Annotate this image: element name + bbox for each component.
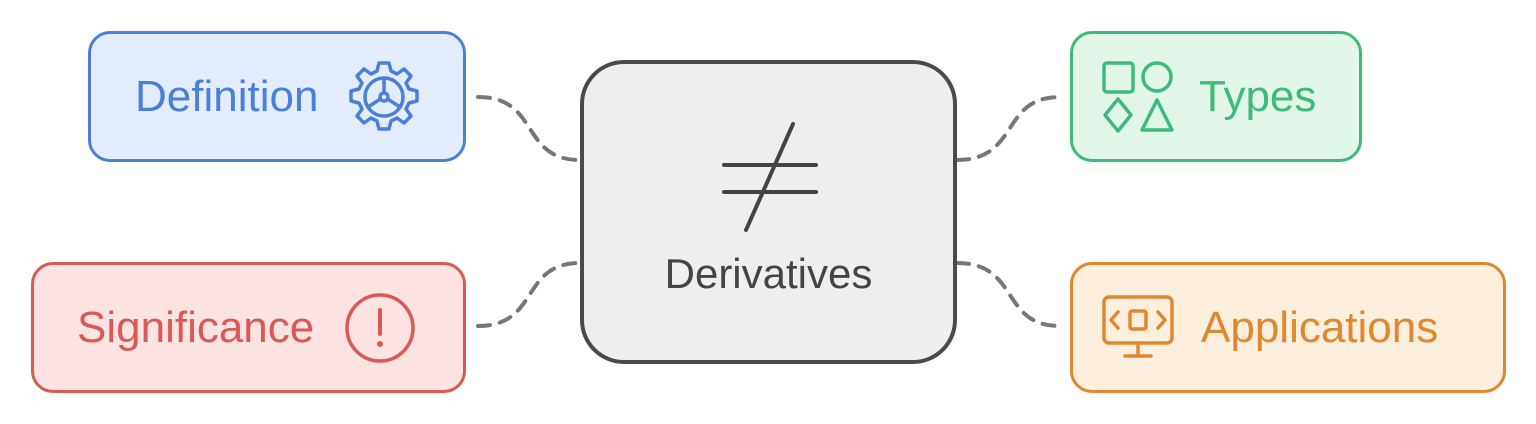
- code-monitor-icon: [1102, 294, 1174, 358]
- significance-label: Significance: [77, 302, 315, 352]
- shapes-icon: [1102, 60, 1174, 133]
- types-label: Types: [1199, 71, 1317, 121]
- significance-node[interactable]: Significance: [31, 262, 466, 393]
- connector-significance: [476, 261, 582, 328]
- not-equal-icon: [722, 122, 818, 232]
- exclamation-circle-icon: [345, 292, 416, 363]
- definition-node[interactable]: Definition: [88, 31, 466, 162]
- connector-types: [955, 95, 1062, 162]
- connector-definition: [476, 95, 582, 162]
- gear-icon: [349, 60, 420, 131]
- applications-node[interactable]: Applications: [1070, 262, 1506, 393]
- connector-applications: [955, 261, 1062, 328]
- center-node[interactable]: Derivatives: [580, 60, 957, 364]
- types-node[interactable]: Types: [1070, 31, 1362, 162]
- center-title: Derivatives: [664, 250, 873, 297]
- applications-label: Applications: [1201, 302, 1439, 352]
- definition-label: Definition: [135, 71, 319, 121]
